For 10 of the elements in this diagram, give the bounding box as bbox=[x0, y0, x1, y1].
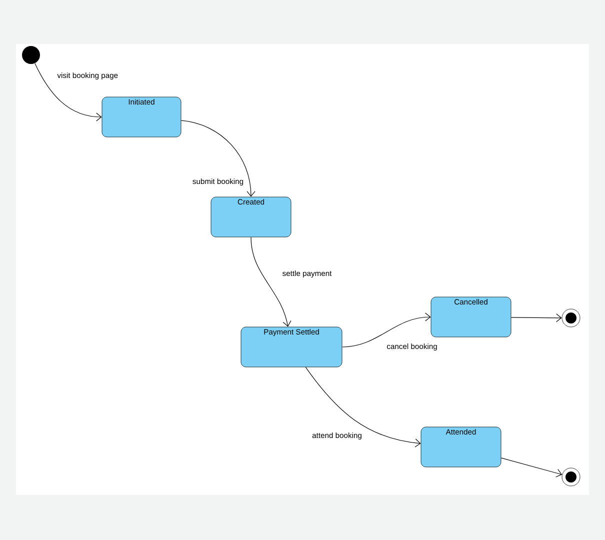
transition-arrow bbox=[510, 314, 562, 322]
initial-state bbox=[22, 46, 40, 64]
transition-arrow bbox=[34, 63, 102, 122]
final-state bbox=[562, 308, 580, 328]
transition-arrow bbox=[500, 458, 562, 478]
transition-arrow bbox=[180, 120, 256, 197]
transition-arrow bbox=[342, 312, 431, 348]
final-state bbox=[562, 468, 580, 486]
transition-arrow bbox=[305, 366, 421, 448]
transition-arrow bbox=[250, 236, 292, 327]
